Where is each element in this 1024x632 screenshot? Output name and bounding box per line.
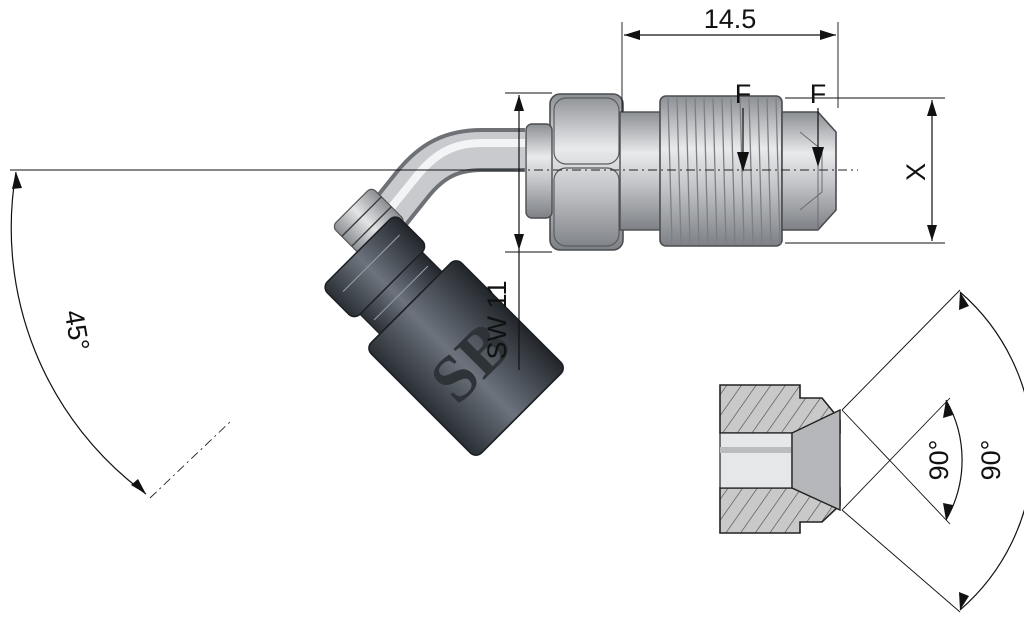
thread-ridge — [766, 97, 772, 245]
wrench-label: SW 11 — [482, 280, 512, 359]
bent-tube — [362, 128, 525, 239]
thread-ridge — [694, 97, 700, 245]
thread-ridge — [775, 97, 781, 245]
dimension-thread: X — [785, 97, 945, 244]
flare-inner-label: 90° — [924, 440, 954, 481]
thread-ridge — [676, 97, 682, 245]
thread-ridge — [685, 97, 691, 245]
bend-angle-label: 45° — [59, 308, 96, 353]
thread-ridge — [757, 97, 763, 245]
sleeve-axis-line — [149, 419, 233, 499]
thread-ridge — [739, 97, 745, 245]
dimension-wrench: SW 11 — [482, 92, 552, 370]
threaded-body — [659, 95, 837, 247]
force-arrow-1: F — [735, 79, 752, 172]
force-label-1: F — [735, 79, 752, 109]
thread-ridge — [748, 97, 754, 245]
thread-lines — [667, 97, 781, 245]
dimension-flare-outer: 90° — [959, 291, 1024, 611]
hex-nut — [525, 93, 663, 251]
dimension-length: 14.5 — [621, 4, 839, 112]
thread-label: X — [901, 163, 931, 181]
thread-ridge — [712, 97, 718, 245]
thread-ridge — [703, 97, 709, 245]
force-arrow-2: F — [810, 79, 827, 167]
dimension-flare-inner: 90° — [924, 399, 963, 521]
thread-ridge — [667, 97, 673, 245]
flare-outer-label: 90° — [976, 440, 1006, 481]
hose-sleeve: SB — [324, 216, 564, 456]
thread-ridge — [730, 97, 736, 245]
length-label: 14.5 — [704, 4, 757, 34]
flare-section-detail — [719, 289, 961, 613]
thread-ridge — [721, 97, 727, 245]
dimension-bend-angle: 45° — [10, 169, 515, 495]
force-label-2: F — [810, 79, 827, 109]
